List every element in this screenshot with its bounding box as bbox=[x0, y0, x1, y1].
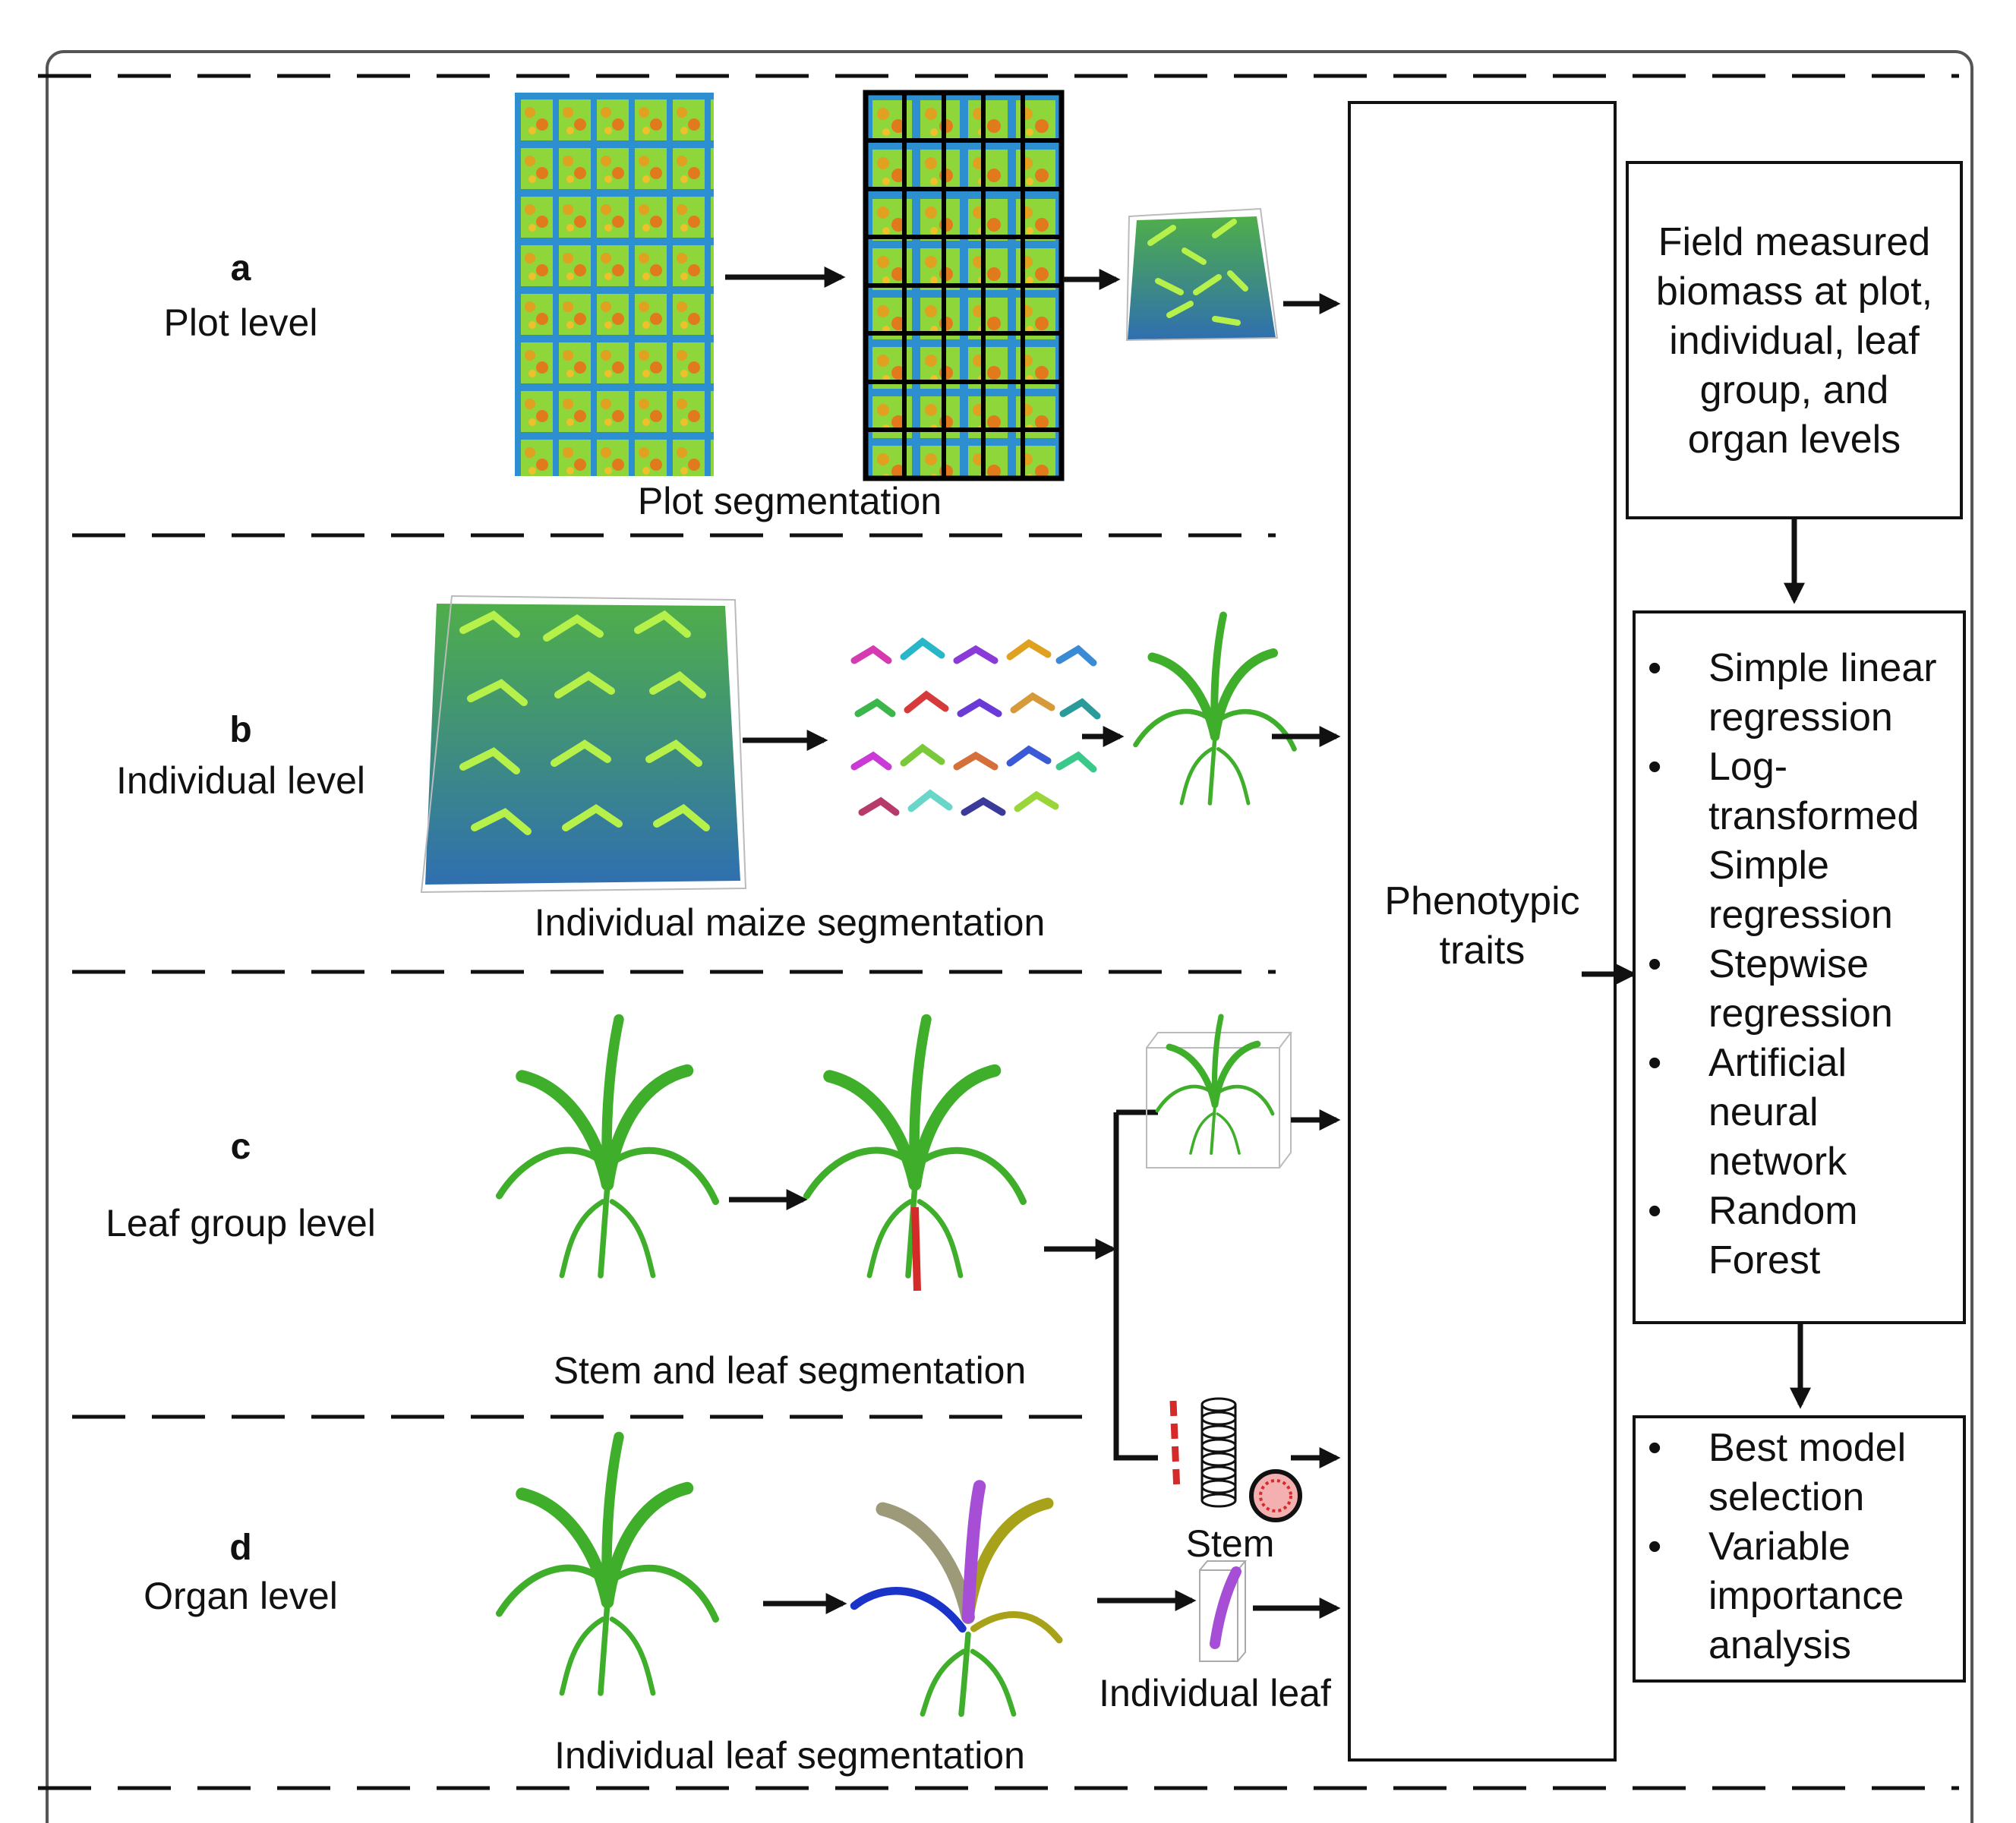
level-a-name: Plot level bbox=[163, 301, 318, 344]
caption-stem-leaf-segmentation: Stem and leaf segmentation bbox=[553, 1349, 1027, 1392]
field-line: organ levels bbox=[1687, 418, 1901, 462]
caption-individual-segmentation: Individual maize segmentation bbox=[534, 901, 1046, 944]
outer-frame bbox=[46, 50, 1973, 1823]
level-b-letter: b bbox=[229, 710, 252, 750]
single-plot-box bbox=[1125, 207, 1279, 342]
plant-d-raw bbox=[500, 1437, 716, 1694]
plant-c-raw bbox=[500, 1020, 716, 1276]
field-point-cloud bbox=[420, 595, 747, 894]
field-line: individual, leaf bbox=[1669, 319, 1920, 363]
stem-highlight bbox=[911, 1206, 921, 1292]
plant-d-leaves-colored bbox=[850, 1480, 1063, 1717]
field-line: group, and bbox=[1699, 368, 1889, 412]
phenotypic-line-1: Phenotypic bbox=[1384, 879, 1580, 923]
leaf-group-box bbox=[1146, 1017, 1292, 1169]
stem-pieces bbox=[1169, 1397, 1302, 1522]
level-c-letter: c bbox=[230, 1127, 251, 1167]
single-plant-b bbox=[1136, 616, 1295, 804]
field-measured-box bbox=[1626, 161, 1963, 519]
level-d-name: Organ level bbox=[144, 1575, 338, 1617]
field-line: biomass at plot, bbox=[1655, 270, 1933, 314]
field-measured-text: Field measured biomass at plot, individu… bbox=[1627, 218, 1961, 465]
caption-individual-leaf-segmentation: Individual leaf segmentation bbox=[554, 1734, 1025, 1777]
field-line: Field measured bbox=[1658, 220, 1931, 264]
level-b-name: Individual level bbox=[116, 759, 365, 802]
caption-individual-leaf: Individual leaf bbox=[1099, 1672, 1331, 1714]
caption-stem: Stem bbox=[1185, 1522, 1275, 1565]
individual-leaf-box bbox=[1199, 1560, 1248, 1662]
phenotypic-traits-label: Phenotypic traits bbox=[1349, 877, 1615, 976]
caption-plot-segmentation: Plot segmentation bbox=[637, 480, 942, 522]
level-a-letter: a bbox=[230, 248, 251, 289]
level-c-name: Leaf group level bbox=[106, 1202, 376, 1244]
phenotypic-line-2: traits bbox=[1439, 929, 1525, 973]
level-d-letter: d bbox=[229, 1528, 252, 1568]
phenotypic-traits-box bbox=[1348, 101, 1617, 1761]
segmented-individual-plants bbox=[850, 637, 1101, 816]
